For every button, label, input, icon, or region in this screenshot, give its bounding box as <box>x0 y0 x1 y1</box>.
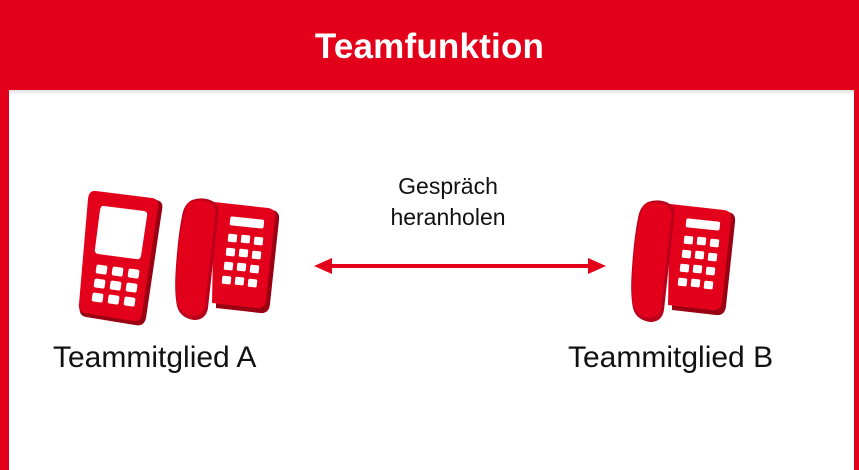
title-bar: Teamfunktion <box>0 0 859 90</box>
mobile-phone-icon <box>78 190 163 326</box>
member-a-label: Teammitglied A <box>53 341 257 374</box>
right-border <box>854 90 859 470</box>
left-border <box>0 90 9 470</box>
desk-phone-icon <box>631 200 736 322</box>
bidirectional-arrow <box>314 258 606 274</box>
arrow-label-line-1: Gespräch <box>398 173 498 199</box>
member-b-label: Teammitglied B <box>568 341 774 374</box>
arrow-label-line-2: heranholen <box>390 204 506 230</box>
arrow-label: Gespräch heranholen <box>348 171 548 233</box>
page-title: Teamfunktion <box>314 27 545 66</box>
desk-phone-icon <box>175 198 280 320</box>
